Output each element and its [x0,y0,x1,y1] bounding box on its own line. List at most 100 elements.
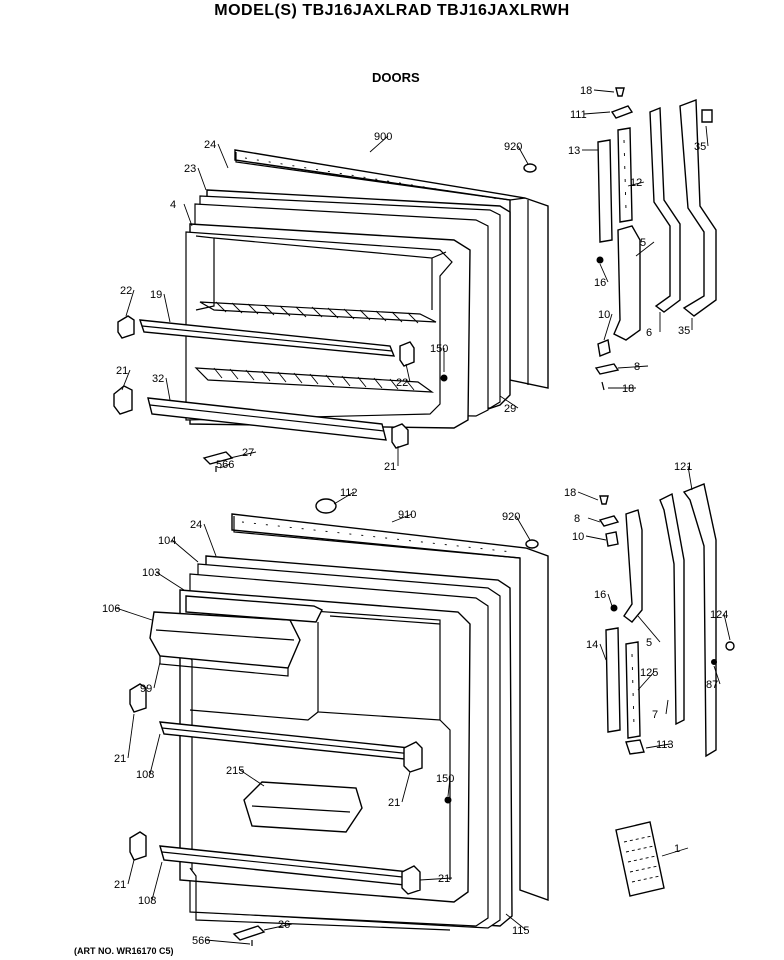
callout-c16a: 16 [594,277,606,289]
fresh-food-door-assembly [129,498,549,946]
callout-c13: 13 [568,145,580,157]
callout-leader-c35a [705,125,709,147]
callout-leader-c108a [149,733,161,775]
callout-leader-c22b [405,363,411,383]
screw-18-lower [599,495,609,505]
callout-c21b: 21 [384,461,396,473]
hinge-5 [613,225,641,341]
callout-leader-c900 [369,135,389,153]
callout-c99: 99 [140,683,152,695]
callout-leader-c115 [505,913,527,931]
callout-c108b: 108 [138,895,156,907]
callout-leader-c10a [603,313,613,341]
screw-18-top [615,87,625,97]
callout-leader-c14 [599,643,607,661]
callout-c22a: 22 [120,285,132,297]
shelf-support-left-upper [129,683,147,713]
callout-leader-c18c [577,491,599,501]
callout-c7: 7 [652,709,658,721]
callout-c6: 6 [646,327,652,339]
callout-c21c: 21 [114,753,126,765]
bracket-111 [610,105,634,119]
callout-c910: 910 [398,509,416,521]
stop-10-lower [605,531,619,547]
fresh-food-outer-door [231,513,549,901]
spacer-113 [625,739,645,755]
callout-c920a: 920 [504,141,522,153]
freezer-bar-support-right-upper [399,341,415,367]
callout-c113: 113 [656,739,674,751]
callout-c12: 12 [630,177,642,189]
pin-8-lower [598,515,620,527]
model-title: MODEL(S) TBJ16JAXLRAD TBJ16JAXLRWH [214,2,570,19]
callout-leader-c111 [583,111,611,115]
callout-c21a: 21 [116,365,128,377]
stop-10 [597,339,611,357]
callout-c32: 32 [152,373,164,385]
callout-c103: 103 [142,567,160,579]
freezer-bar-support-left-upper [117,315,135,339]
pin-8 [594,363,620,375]
fresh-food-screw [444,796,452,804]
callout-leader-c113 [645,743,671,749]
callout-leader-c29 [499,395,519,409]
callout-c106: 106 [102,603,120,615]
callout-c150a: 150 [430,343,448,355]
callout-leader-c19 [163,293,171,323]
screw-16-lower [610,604,618,612]
callout-leader-c104 [171,539,199,563]
section-label: DOORS [372,70,420,85]
callout-leader-c1 [661,847,689,857]
cap-124 [725,641,735,651]
callout-leader-c22a [125,289,135,317]
callout-c124: 124 [710,609,728,621]
freezer-bar-support-left-lower [113,385,133,415]
callout-leader-c7 [665,699,669,715]
callout-leader-c566b [205,939,251,945]
callout-c24a: 24 [204,139,216,151]
callout-leader-c5b [637,615,661,643]
callout-c21d: 21 [388,797,400,809]
callout-leader-c150b [447,777,451,797]
callout-c920b: 920 [502,511,520,523]
callout-leader-c112 [333,491,355,505]
handle-6 [649,106,681,313]
handle-35 [679,99,717,317]
strip-13 [597,139,613,243]
strip-12 [617,127,633,223]
callout-leader-c23 [197,167,207,191]
callout-c125: 125 [640,667,658,679]
callout-leader-c121 [687,465,693,491]
callout-c5a: 5 [640,237,646,249]
callout-leader-c16b [607,593,613,607]
callout-leader-c4 [183,203,193,227]
callout-leader-c10b [585,535,607,541]
callout-leader-c215 [239,769,265,787]
storage-bin [243,781,363,833]
callout-leader-c125 [637,671,655,691]
callout-c150b: 150 [436,773,454,785]
screw-16 [596,256,604,264]
callout-c21e: 21 [438,873,450,885]
freezer-screw [440,374,448,382]
callout-c111: 111 [570,109,587,121]
callout-c18b: 18 [622,383,634,395]
shelf-support-right-lower [401,865,421,895]
callout-leader-c106 [115,607,153,621]
fresh-food-hinge-shim [232,925,266,941]
callout-c215: 215 [226,765,244,777]
callout-c108a: 108 [136,769,154,781]
callout-c21f: 21 [114,879,126,891]
callout-leader-c99 [153,661,161,689]
callout-c10b: 10 [572,531,584,543]
callout-c1: 1 [674,843,680,855]
callout-c115: 115 [512,925,530,937]
callout-leader-c566a [219,463,231,469]
freezer-plug [523,163,537,173]
callout-leader-c21e [419,877,453,881]
callout-c87: 87 [706,679,718,691]
callout-leader-c108b [151,861,163,901]
callout-leader-c124 [723,613,731,641]
